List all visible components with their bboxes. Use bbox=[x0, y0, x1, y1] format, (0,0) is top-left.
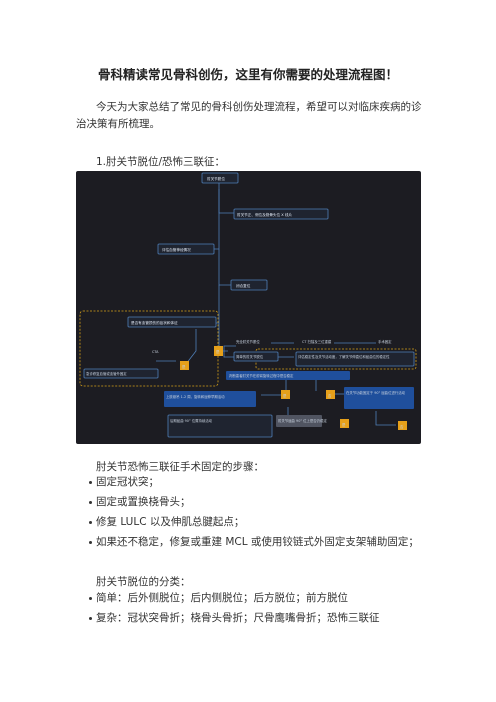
bullet-dot-icon bbox=[89, 541, 92, 544]
flow-node-yes3: 是 bbox=[340, 419, 349, 428]
flow-node-neuro: 评估血管神经情况 bbox=[157, 243, 215, 255]
bullet-dot-icon bbox=[89, 597, 92, 600]
flow-label-complete: 完全肘关节脱位 bbox=[236, 339, 260, 344]
flow-node-stable-text: 是 bbox=[283, 393, 287, 398]
flow-node-eval-text: 评估稳定性及关节活动度，了解关节伸直位和屈曲位的稳定性 bbox=[298, 354, 390, 359]
section-heading-surgery-steps: 肘关节恐怖三联征手术固定的步骤： bbox=[96, 461, 264, 473]
flow-node-xray: 肘关节正、侧位及桡骨头位 X 线片 bbox=[233, 208, 329, 220]
list-item-text: 固定冠状突； bbox=[96, 476, 159, 488]
flow-node-stable: 是 bbox=[281, 390, 290, 399]
flow-label-surgery: 手术固定 bbox=[378, 339, 392, 344]
list-item-text: 修复 LULC 以及伸肌总腱起点； bbox=[96, 516, 245, 528]
bullet-dot-icon bbox=[89, 501, 92, 504]
bullet-dot-icon bbox=[89, 617, 92, 620]
list-item: 固定或置换桡骨头； bbox=[76, 494, 428, 511]
flow-node-splint-text: 上肢悬吊 1-2 周，旋转和屈伸早期活动 bbox=[166, 394, 225, 399]
flow-node-eval: 评估稳定性及关节活动度，了解关节伸直位和屈曲位的稳定性 bbox=[295, 351, 415, 367]
flow-node-yes2-text: 是 bbox=[216, 349, 220, 354]
flow-node-fixed: 在关节功能固定于 90° 屈曲位进行活动 bbox=[344, 387, 414, 409]
list-item-text: 复杂：冠状突骨折；桡骨头骨折；尺骨鹰嘴骨折；恐怖三联征 bbox=[96, 612, 380, 624]
flow-node-top-text: 肘关节脱位 bbox=[207, 176, 225, 181]
flow-node-ask: 是否有血管损伤的症状和体征 bbox=[127, 316, 217, 328]
flow-node-simple-text: 简单的肘关节脱位 bbox=[236, 354, 264, 359]
flow-node-repair: 急诊修复血管或血管外固定 bbox=[83, 368, 159, 379]
flow-node-ask-text: 是否有血管损伤的症状和体征 bbox=[131, 320, 178, 325]
flow-node-judge-text: 判断患者肘关节在前臂旋转过程中是否稳定 bbox=[229, 373, 294, 378]
list-item-text: 如果还不稳定，修复或重建 MCL 或使用铰链式外固定支架辅助固定； bbox=[96, 536, 419, 548]
intro-paragraph: 今天为大家总结了常见的骨科创伤处理流程，希望可以对临床疾病的诊治决策有所梳理。 bbox=[76, 101, 422, 130]
list-item-text: 固定或置换桡骨头； bbox=[96, 496, 191, 508]
list-item: 如果还不稳定，修复或重建 MCL 或使用铰链式外固定支架辅助固定； bbox=[76, 534, 428, 551]
list-item: 修复 LULC 以及伸肌总腱起点； bbox=[76, 514, 428, 531]
flow-node-unstable: 否 bbox=[326, 390, 335, 399]
flow-label-cta: CTA bbox=[152, 350, 159, 354]
flow-node-reduce-text: 闭合复位 bbox=[236, 283, 251, 288]
flow-node-rehab-text: 后期屈曲 90° 位置持续活动 bbox=[170, 418, 213, 423]
flow-node-rehab: 后期屈曲 90° 位置持续活动 bbox=[167, 414, 273, 438]
flow-node-no-text: 否 bbox=[400, 425, 404, 429]
flow-node-judge: 判断患者肘关节在前臂旋转过程中是否稳定 bbox=[226, 371, 350, 380]
flowchart-image: 肘关节脱位 肘关节正、侧位及桡骨头位 X 线片 评估血管神经情况 闭合复位 是否… bbox=[76, 171, 421, 444]
bullet-dot-icon bbox=[89, 521, 92, 524]
flow-node-check-text: 肘关节屈曲 90° 位上是否仍稳定 bbox=[278, 418, 327, 423]
flow-node-yes1: 是 bbox=[180, 361, 189, 370]
flow-node-top: 肘关节脱位 bbox=[201, 172, 239, 184]
flow-node-repair-text: 急诊修复血管或血管外固定 bbox=[86, 371, 127, 376]
flow-node-unstable-text: 否 bbox=[328, 394, 332, 398]
flow-node-xray-text: 肘关节正、侧位及桡骨头位 X 线片 bbox=[237, 212, 292, 217]
flow-node-simple: 简单的肘关节脱位 bbox=[233, 351, 279, 362]
classification-list: 简单：后外侧脱位；后内侧脱位；后方脱位；前方脱位 复杂：冠状突骨折；桡骨头骨折；… bbox=[76, 590, 428, 630]
flow-label-ct: CT 扫描及三位重建 bbox=[302, 339, 332, 344]
flow-node-no: 否 bbox=[398, 421, 407, 430]
flow-node-yes2: 是 bbox=[214, 346, 223, 356]
list-item: 复杂：冠状突骨折；桡骨头骨折；尺骨鹰嘴骨折；恐怖三联征 bbox=[76, 610, 428, 627]
flow-node-splint: 上肢悬吊 1-2 周，旋转和屈伸早期活动 bbox=[164, 391, 256, 407]
section-heading-classification: 肘关节脱位的分类： bbox=[96, 576, 191, 588]
flow-node-reduce: 闭合复位 bbox=[230, 279, 268, 291]
section-heading-dislocation: 1.肘关节脱位/恐怖三联征： bbox=[96, 156, 226, 168]
flow-node-check: 肘关节屈曲 90° 位上是否仍稳定 bbox=[276, 415, 327, 427]
article-title: 骨科精读常见骨科创伤，这里有你需要的处理流程图！ bbox=[97, 67, 398, 82]
flow-node-neuro-text: 评估血管神经情况 bbox=[162, 247, 191, 252]
list-item: 简单：后外侧脱位；后内侧脱位；后方脱位；前方脱位 bbox=[76, 590, 428, 607]
flow-node-yes1-text: 是 bbox=[182, 364, 186, 369]
flow-node-fixed-text: 在关节功能固定于 90° 屈曲位进行活动 bbox=[346, 390, 406, 395]
list-item: 固定冠状突； bbox=[76, 474, 428, 491]
list-item-text: 简单：后外侧脱位；后内侧脱位；后方脱位；前方脱位 bbox=[96, 592, 348, 604]
bullet-dot-icon bbox=[89, 481, 92, 484]
flow-node-yes3-text: 是 bbox=[342, 422, 346, 427]
surgery-steps-list: 固定冠状突； 固定或置换桡骨头； 修复 LULC 以及伸肌总腱起点； 如果还不稳… bbox=[76, 474, 428, 554]
